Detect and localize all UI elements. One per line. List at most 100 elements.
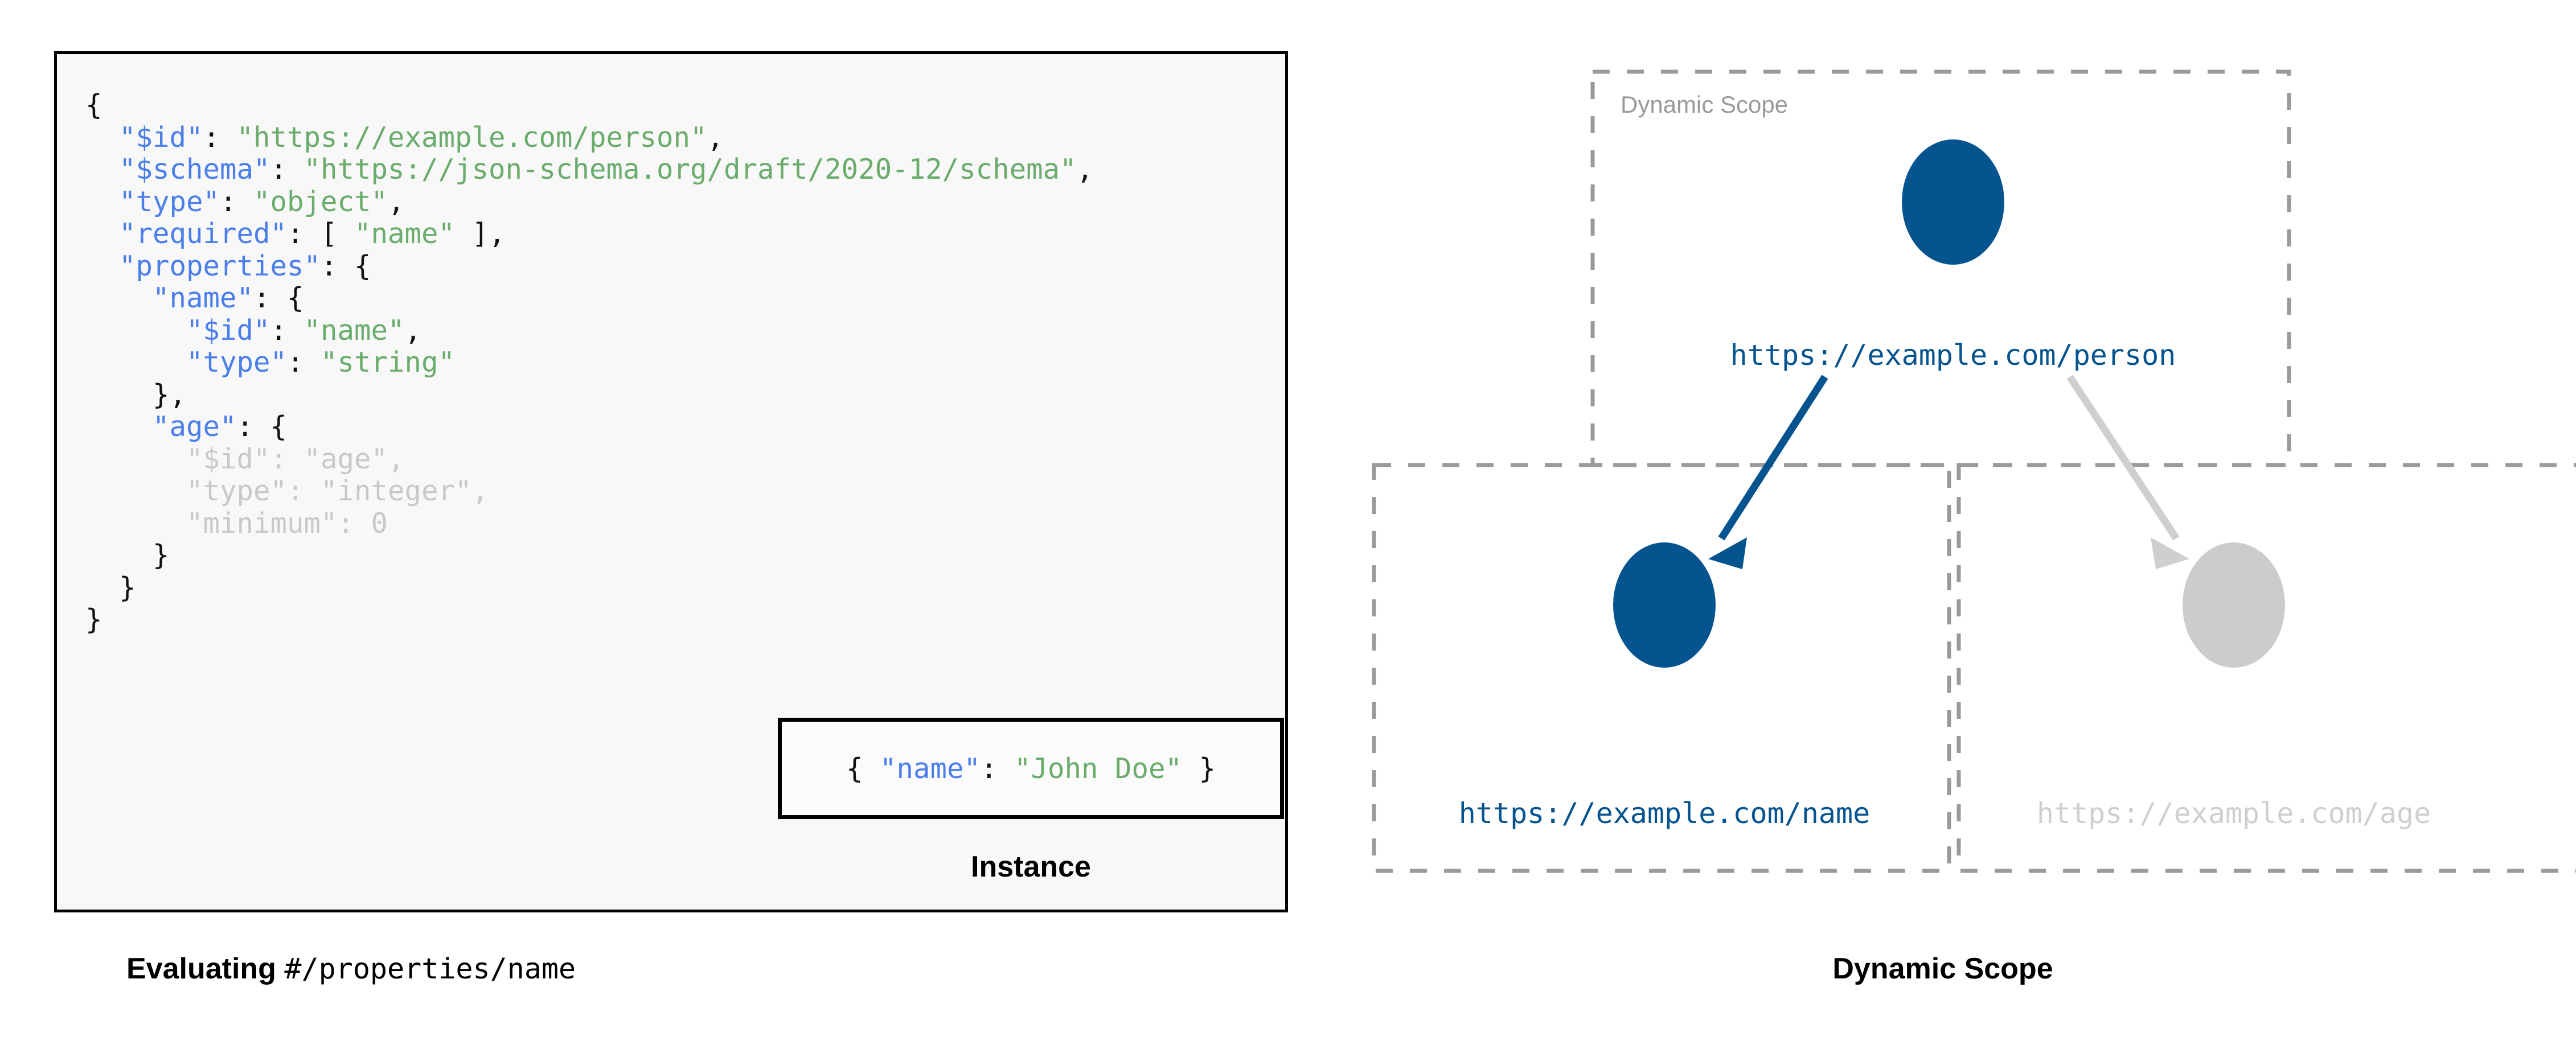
edge-person-to-age xyxy=(2066,375,2180,541)
code-token: : xyxy=(287,475,321,507)
code-token: : xyxy=(220,185,254,218)
code-token: "name" xyxy=(879,752,981,785)
code-token: : { xyxy=(253,282,304,314)
code-token: } xyxy=(85,539,170,571)
code-token: { xyxy=(846,752,880,785)
code-token: ], xyxy=(455,217,506,250)
node-circle-name xyxy=(1613,542,1716,668)
code-token: "$id" xyxy=(186,314,270,347)
edge-person-to-name xyxy=(1718,375,1828,541)
code-line: }, xyxy=(85,379,1093,412)
code-token: "name" xyxy=(354,217,456,250)
node-url-person: https://example.com/person xyxy=(1730,339,2176,372)
code-token: , xyxy=(404,314,422,347)
node-circle-person xyxy=(1902,139,2004,265)
code-token: "string" xyxy=(321,346,456,379)
code-token: : xyxy=(203,121,237,154)
code-token xyxy=(85,121,119,154)
scope-box-person xyxy=(1590,69,2291,467)
code-token: "https://json-schema.org/draft/2020-12/s… xyxy=(303,153,1077,186)
code-token: : { xyxy=(321,249,371,282)
code-token: } xyxy=(1182,752,1216,785)
code-token: "name" xyxy=(153,282,254,314)
code-token xyxy=(85,186,119,218)
node-circle-age xyxy=(2183,542,2285,668)
code-token: , xyxy=(471,475,489,507)
code-token xyxy=(85,346,186,379)
code-token xyxy=(85,410,153,443)
code-line: "type": "integer", xyxy=(85,475,1093,508)
code-token: : xyxy=(270,153,304,186)
code-line: "type": "string" xyxy=(85,346,1093,379)
code-token: "$id" xyxy=(186,442,270,475)
code-token: } xyxy=(85,603,102,636)
code-line: { xyxy=(85,89,1093,122)
code-token xyxy=(85,250,119,282)
scope-box-name xyxy=(1372,463,1951,873)
code-token: "age" xyxy=(303,442,388,475)
code-token xyxy=(85,443,186,475)
code-token: "type" xyxy=(186,346,288,379)
code-token: : xyxy=(270,314,304,347)
code-token: "name" xyxy=(303,314,405,347)
code-token xyxy=(85,153,119,186)
code-line: "properties": { xyxy=(85,250,1093,283)
code-token: , xyxy=(388,442,405,475)
code-token: "integer" xyxy=(321,475,472,507)
code-line: "$id": "https://example.com/person", xyxy=(85,121,1093,154)
scope-box-age xyxy=(1956,463,2576,873)
code-token xyxy=(85,314,186,347)
code-token xyxy=(85,507,186,540)
code-token: : xyxy=(287,346,321,379)
code-token: , xyxy=(707,121,724,154)
left-caption-pointer: #/properties/name xyxy=(284,952,576,985)
code-line: } xyxy=(85,571,1093,604)
instance-code: { "name": "John Doe" } xyxy=(846,752,1216,785)
code-token: : [ xyxy=(287,217,355,250)
code-token: "properties" xyxy=(119,249,321,282)
code-line: "minimum": 0 xyxy=(85,507,1093,540)
code-token: { xyxy=(85,89,102,121)
code-token: "object" xyxy=(253,185,388,218)
schema-code-block: { "$id": "https://example.com/person", "… xyxy=(85,89,1093,636)
code-line: "required": [ "name" ], xyxy=(85,217,1093,250)
code-token: : { xyxy=(236,410,288,443)
edge-person-to-age-arrowhead xyxy=(2151,537,2189,569)
left-caption-bold: Evaluating xyxy=(126,952,276,985)
code-token: : xyxy=(270,442,304,475)
code-line: "$id": "name", xyxy=(85,314,1093,347)
code-line: "$schema": "https://json-schema.org/draf… xyxy=(85,153,1094,186)
code-line: } xyxy=(85,539,1093,572)
schema-panel: { "$id": "https://example.com/person", "… xyxy=(54,51,1288,912)
code-token: , xyxy=(388,185,405,218)
code-token: "minimum" xyxy=(186,507,338,540)
code-line: "type": "object", xyxy=(85,186,1093,219)
code-token: } xyxy=(85,571,136,604)
code-token xyxy=(85,217,119,250)
node-url-age: https://example.com/age xyxy=(2036,797,2431,830)
dynamic-scope-diagram: Dynamic Scope https://example.com/person… xyxy=(1310,0,2576,1053)
code-token: "$schema" xyxy=(119,153,270,186)
code-line: "age": { xyxy=(85,410,1093,443)
code-token: "required" xyxy=(119,217,288,250)
instance-box: { "name": "John Doe" } xyxy=(778,718,1284,819)
instance-caption: Instance xyxy=(971,850,1091,883)
code-token: "type" xyxy=(119,185,220,218)
left-figure-caption: Evaluating #/properties/name xyxy=(126,952,576,986)
code-token: }, xyxy=(85,378,187,411)
right-figure-caption: Dynamic Scope xyxy=(1832,952,2053,985)
code-token xyxy=(85,282,153,314)
scope-graph-svg xyxy=(1372,69,2576,873)
code-line: "$id": "age", xyxy=(85,443,1093,476)
scope-box-label: Dynamic Scope xyxy=(1621,91,1789,118)
code-token: "$id" xyxy=(119,121,203,154)
code-line: } xyxy=(85,603,1093,636)
code-token: , xyxy=(1076,153,1094,186)
code-token: "John Doe" xyxy=(1014,752,1183,785)
node-url-name: https://example.com/name xyxy=(1458,797,1871,830)
code-token: 0 xyxy=(371,507,388,540)
edge-person-to-name-arrowhead xyxy=(1708,537,1747,569)
code-token: : xyxy=(337,507,371,540)
code-token: "age" xyxy=(153,410,237,443)
code-token: "https://example.com/person" xyxy=(236,121,707,154)
